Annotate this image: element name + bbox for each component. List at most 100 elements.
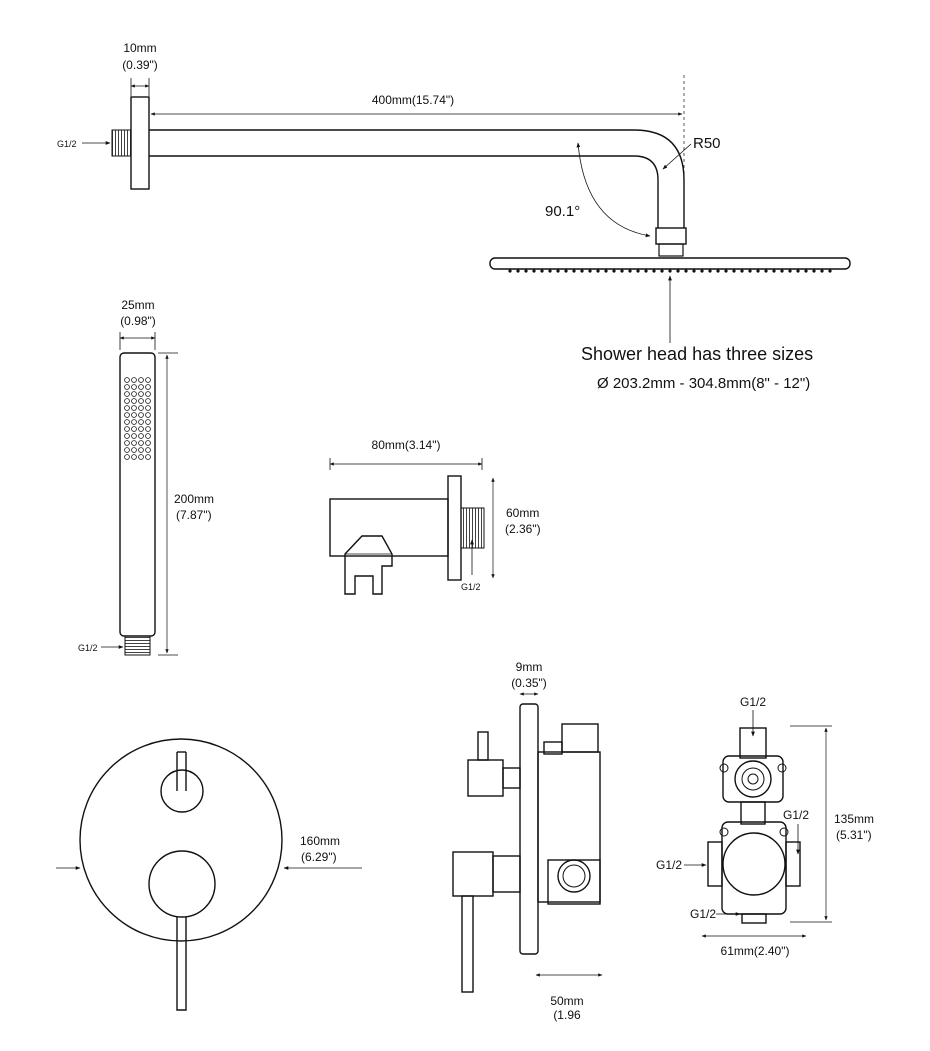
trim-diameter-mm: 160mm bbox=[300, 834, 340, 848]
hand-nozzle-dot bbox=[131, 447, 137, 453]
valve-side-body bbox=[537, 751, 601, 903]
flange-width-mm: 10mm bbox=[123, 41, 156, 55]
hand-nozzle-dot bbox=[131, 384, 137, 390]
valve-height-mm: 135mm bbox=[834, 812, 874, 826]
hand-nozzle-dot bbox=[124, 433, 130, 439]
shower-head-plate bbox=[489, 257, 851, 270]
wall-elbow-flange bbox=[447, 475, 462, 581]
hand-nozzle-dot bbox=[138, 433, 144, 439]
nozzle-dot bbox=[684, 269, 688, 273]
hand-shower-nozzles bbox=[124, 377, 151, 460]
hand-nozzle-dot bbox=[145, 419, 151, 425]
hand-shower-length-in: (7.87") bbox=[176, 508, 212, 522]
hand-nozzle-dot bbox=[131, 419, 137, 425]
mixer-handle-hub bbox=[148, 850, 216, 918]
wall-elbow-length: 80mm(3.14") bbox=[372, 438, 441, 452]
nozzle-dot bbox=[692, 269, 696, 273]
nozzle-dot bbox=[516, 269, 520, 273]
hand-nozzle-dot bbox=[124, 405, 130, 411]
arm-angle-label: 90.1° bbox=[545, 203, 580, 220]
arm-flange bbox=[130, 96, 150, 190]
hand-nozzle-dot bbox=[145, 440, 151, 446]
nozzle-dot bbox=[644, 269, 648, 273]
hand-nozzle-dot bbox=[124, 447, 130, 453]
nozzle-dot bbox=[676, 269, 680, 273]
hand-nozzle-dot bbox=[138, 384, 144, 390]
hand-nozzle-dot bbox=[138, 377, 144, 383]
nozzle-dot bbox=[652, 269, 656, 273]
nozzle-dot bbox=[660, 269, 664, 273]
hand-nozzle-dot bbox=[138, 398, 144, 404]
wall-elbow-thread-label: G1/2 bbox=[461, 582, 481, 592]
hand-nozzle-dot bbox=[145, 454, 151, 460]
hand-nozzle-dot bbox=[124, 391, 130, 397]
hand-nozzle-dot bbox=[145, 412, 151, 418]
hand-shower-holder bbox=[344, 535, 393, 595]
nozzle-dot bbox=[628, 269, 632, 273]
nozzle-dot bbox=[508, 269, 512, 273]
nozzle-dot bbox=[732, 269, 736, 273]
valve-bottom-port-label: G1/2 bbox=[690, 907, 716, 921]
nozzle-dot bbox=[572, 269, 576, 273]
hand-nozzle-dot bbox=[124, 398, 130, 404]
hand-nozzle-dot bbox=[124, 440, 130, 446]
valve-main-cartridge bbox=[722, 832, 786, 896]
nozzle-dot bbox=[620, 269, 624, 273]
nozzle-dot bbox=[612, 269, 616, 273]
trim-plate-drawing: 160mm (6.29") bbox=[56, 738, 362, 1011]
valve-top-port bbox=[734, 760, 772, 798]
nozzle-dot bbox=[716, 269, 720, 273]
hand-nozzle-dot bbox=[145, 447, 151, 453]
hand-nozzle-dot bbox=[138, 412, 144, 418]
hand-nozzle-dot bbox=[131, 440, 137, 446]
nozzle-dot bbox=[812, 269, 816, 273]
hand-nozzle-dot bbox=[145, 433, 151, 439]
shower-head-note-sizes: Ø 203.2mm - 304.8mm(8" - 12") bbox=[597, 375, 810, 392]
valve-right-port-label: G1/2 bbox=[783, 808, 809, 822]
valve-plate-mm: 9mm bbox=[516, 660, 543, 674]
hand-nozzle-dot bbox=[145, 391, 151, 397]
hand-shower-width-mm: 25mm bbox=[121, 298, 154, 312]
hand-shower-thread-label: G1/2 bbox=[78, 643, 98, 653]
arm-thread-label: G1/2 bbox=[57, 139, 77, 149]
valve-top-port-label: G1/2 bbox=[740, 695, 766, 709]
hand-nozzle-dot bbox=[124, 412, 130, 418]
valve-main-body bbox=[721, 821, 787, 915]
valve-side-drawing: 9mm (0.35") 50mm (1.96 bbox=[452, 660, 603, 1022]
arm-tube bbox=[149, 129, 685, 228]
nozzle-dot bbox=[756, 269, 760, 273]
hand-shower-length-mm: 200mm bbox=[174, 492, 214, 506]
hand-nozzle-dot bbox=[138, 454, 144, 460]
hand-nozzle-dot bbox=[145, 405, 151, 411]
hand-nozzle-dot bbox=[138, 440, 144, 446]
hand-nozzle-dot bbox=[131, 433, 137, 439]
nozzle-dot bbox=[780, 269, 784, 273]
hand-nozzle-dot bbox=[131, 398, 137, 404]
trim-plate-circle bbox=[79, 738, 283, 942]
nozzle-dot bbox=[636, 269, 640, 273]
nozzle-dot bbox=[556, 269, 560, 273]
nozzle-dot bbox=[524, 269, 528, 273]
hand-nozzle-dot bbox=[145, 377, 151, 383]
hand-nozzle-dot bbox=[131, 391, 137, 397]
diverter-knob bbox=[160, 769, 204, 813]
nozzle-dot bbox=[604, 269, 608, 273]
arm-thread bbox=[111, 129, 132, 157]
arm-length-label: 400mm(15.74") bbox=[372, 93, 454, 107]
shower-head-drawing: Shower head has three sizes Ø 203.2mm - … bbox=[489, 257, 851, 392]
shower-arm-drawing: 10mm (0.39") G1/2 400mm(15.74") R50 90.1… bbox=[57, 41, 721, 257]
hand-nozzle-dot bbox=[131, 377, 137, 383]
hand-nozzle-dot bbox=[145, 426, 151, 432]
nozzle-dot bbox=[596, 269, 600, 273]
hand-nozzle-dot bbox=[138, 405, 144, 411]
nozzle-dot bbox=[700, 269, 704, 273]
wall-elbow-height-mm: 60mm bbox=[506, 506, 539, 520]
arm-radius-label: R50 bbox=[693, 135, 721, 152]
valve-body-drawing: G1/2 G1/2 G1/2 G1/2 135mm (5.31") 61mm(2… bbox=[656, 695, 874, 958]
hand-nozzle-dot bbox=[131, 412, 137, 418]
hand-shower-width-in: (0.98") bbox=[120, 314, 156, 328]
valve-left-port-label: G1/2 bbox=[656, 858, 682, 872]
nozzle-dot bbox=[764, 269, 768, 273]
trim-diameter-in: (6.29") bbox=[301, 850, 337, 864]
